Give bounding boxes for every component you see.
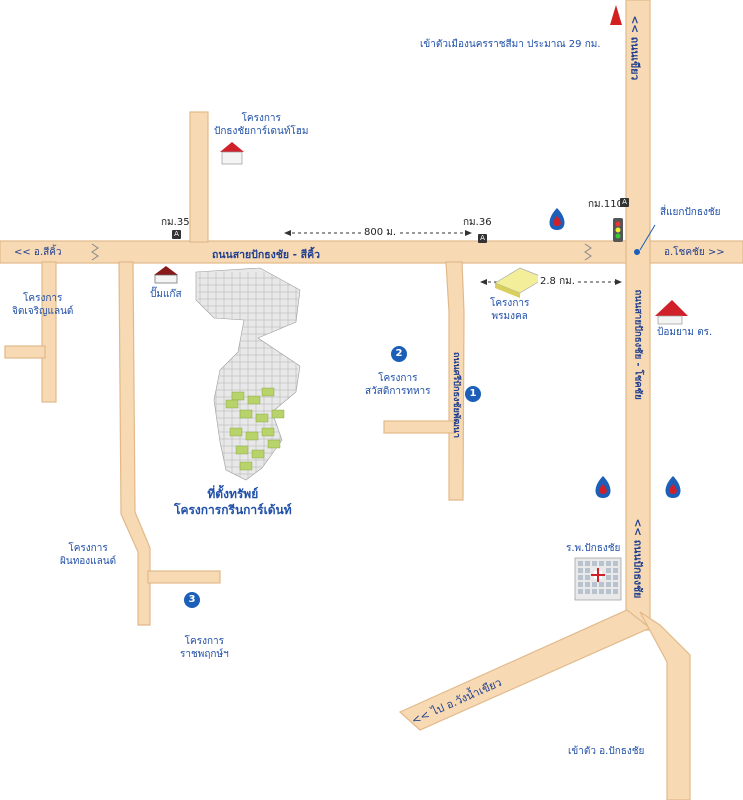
police-station-label: ป้อมยาม ตร.: [657, 327, 713, 338]
intersection-dot: [634, 249, 640, 255]
side-road: [445, 261, 465, 501]
km36-label: กม.36: [463, 217, 492, 228]
project-sawatdikan-label: โครงการ สวัสดิการทหาร: [365, 373, 431, 397]
north-branch-road: [189, 111, 209, 243]
highway-road: [625, 0, 651, 631]
property-site-label: ที่ตั้งทรัพย์ โครงการกรีนการ์เด้นท์: [174, 487, 292, 517]
hospital-label: ร.พ.ปักธงชัย: [566, 543, 621, 554]
southwest-road: [398, 609, 652, 731]
intersection-label: สี่แยกปักธงชัย: [660, 207, 721, 218]
traffic-light-icon: [613, 218, 623, 242]
hospital-icon: [574, 557, 622, 601]
main-road: [0, 240, 743, 264]
marker-2: 2: [391, 346, 407, 362]
ptt-station-icon: [549, 208, 565, 230]
west-spur: [147, 570, 221, 584]
project-chitcharoen-label: โครงการ จิตเจริญแลนด์: [12, 293, 74, 317]
project-pornmongkol-label: โครงการ พรมงคล: [490, 298, 530, 322]
marker-3: 3: [184, 592, 200, 608]
ptt-station-icon: [595, 476, 611, 498]
house-icon: [220, 142, 244, 165]
left-spur: [4, 345, 46, 359]
pedestrian-crossing-icon: [91, 243, 592, 261]
distance-800-label: 800 ม.: [362, 226, 399, 239]
sikhio-direction-label: << อ.สีคิ้ว: [14, 247, 62, 258]
marker-1: 1: [465, 386, 481, 402]
highway-north-name: << ถนนเขียว: [628, 15, 641, 81]
km35-label: กม.35: [161, 217, 190, 228]
km-post-icon: A: [478, 234, 487, 243]
ptt-station-icon: [665, 476, 681, 498]
project-phinthong-label: โครงการ ผินทองแลนด์: [60, 543, 117, 567]
north-arrow-icon: [610, 5, 622, 25]
project-ratchaphruek-label: โครงการ ราชพฤกษ์ฯ: [180, 636, 229, 660]
southeast-road: [639, 611, 691, 800]
pak-thong-chai-town-label: เข้าตัว อ.ปักธงชัย: [568, 746, 645, 757]
main-road-name: ถนนสายปักธงชัย - สีคิ้ว: [212, 249, 321, 261]
left-road: [41, 261, 57, 403]
house-icon: [154, 266, 178, 284]
km110-label: กม.110: [588, 199, 623, 210]
highway-mid-name: ถนนสายปักธงชัย - โชคชัย: [632, 289, 644, 400]
west-road: [118, 261, 151, 626]
chokchai-direction-label: อ.โชคชัย >>: [664, 247, 725, 258]
highway-south-name: << ถนนปักธงชัย: [631, 518, 644, 599]
km-post-icon: A: [172, 230, 181, 239]
side-road-name: ถนนศรีปักธงชัยพัฒนา: [451, 352, 461, 439]
house-icon: [655, 300, 688, 325]
side-spur: [383, 420, 455, 434]
distance-28-label: 2.8 กม.: [538, 275, 577, 288]
project-garden-home-label: โครงการ ปักธงชัยการ์เดนท์โฮม: [214, 113, 309, 137]
korat-city-label: เข้าตัวเมืองนครราชสีมา ประมาณ 29 กม.: [420, 39, 601, 50]
km-post-icon: A: [620, 198, 629, 207]
gas-station-label: ปั๊มแก๊ส: [150, 289, 182, 300]
